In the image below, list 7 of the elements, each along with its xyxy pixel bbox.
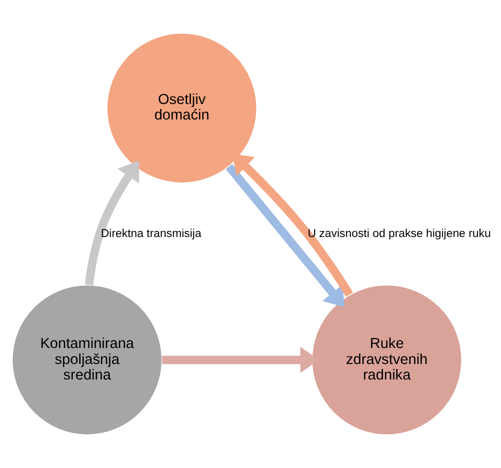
edge-label: Direktna transmisija — [100, 228, 202, 240]
node-circle: Kontaminirana spoljašnja sredina — [12, 284, 163, 436]
arrow — [226, 164, 344, 308]
arrow — [162, 346, 319, 374]
arrow — [232, 154, 353, 297]
arrow — [84, 160, 140, 286]
edge-label: U zavisnosti od prakse higijene ruku — [308, 228, 491, 240]
